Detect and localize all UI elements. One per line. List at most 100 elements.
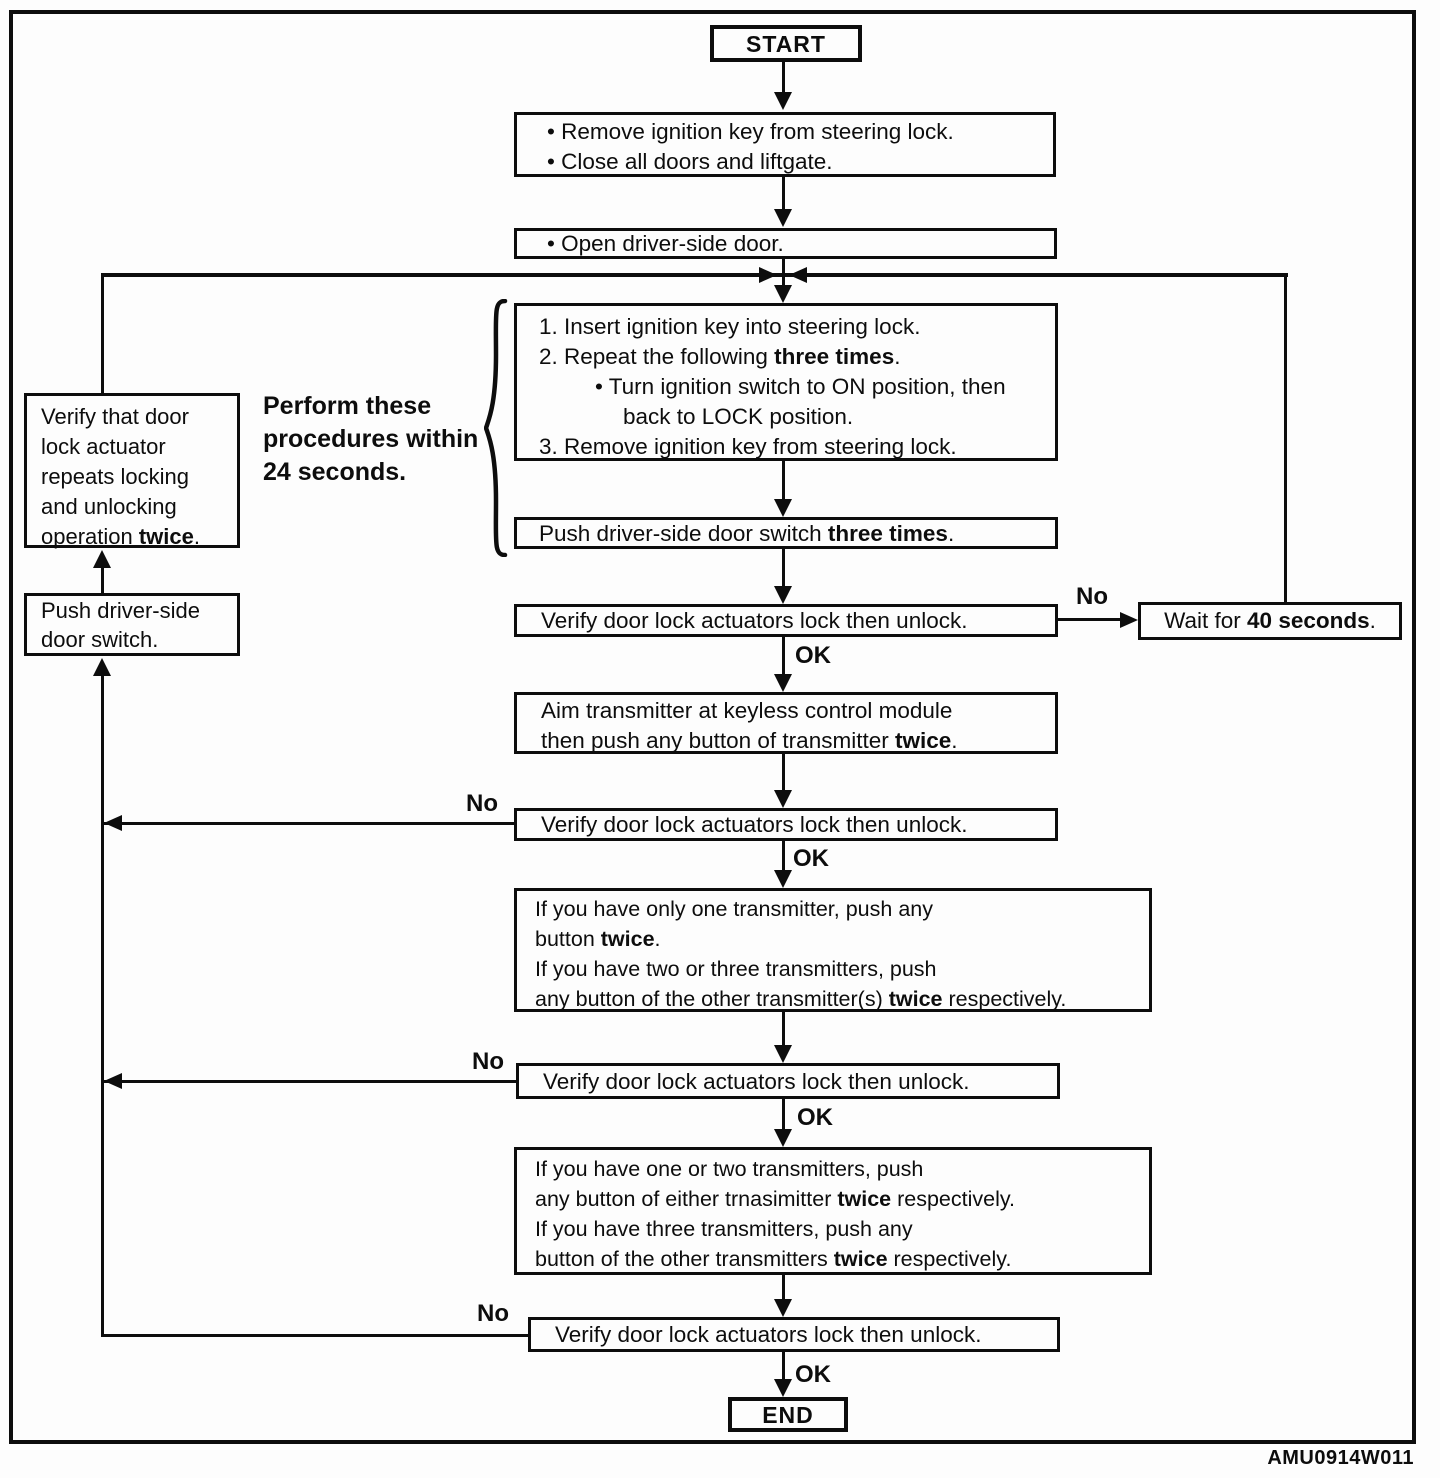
procedure-step-3: 3. Remove ignition key from steering loc… <box>539 434 957 459</box>
verify-actuator-line-5-emphasis: twice <box>138 524 194 549</box>
push-three-times-period: . <box>947 521 955 546</box>
junction-arrow-from-left <box>759 267 777 283</box>
flow-line-verify-1 <box>782 637 785 675</box>
end-node: END <box>728 1397 848 1432</box>
other-tx-line-4-emphasis: twice <box>833 1247 888 1271</box>
arrowhead-no-2-to-rail <box>104 815 122 831</box>
procedure-step-2-sub-1: • Turn ignition switch to ON position, t… <box>595 374 1006 399</box>
verify-lock-1-text: Verify door lock actuators lock then unl… <box>541 608 968 633</box>
procedure-step-2-emphasis: three times <box>774 344 895 369</box>
flow-line-verify-2 <box>782 841 785 872</box>
no-line-4 <box>101 1334 528 1337</box>
ok-label-4: OK <box>795 1361 831 1388</box>
left-rail-no-returns <box>101 672 104 1337</box>
other-transmitters-box: If you have one or two transmitters, pus… <box>514 1147 1152 1275</box>
arrowhead-to-verify-actuator <box>93 550 111 568</box>
flow-line-one-transmitter <box>782 1012 785 1047</box>
aim-line-2-emphasis: twice <box>894 728 952 753</box>
arrowhead-no-3-to-rail <box>104 1073 122 1089</box>
verify-actuator-box: Verify that door lock actuator repeats l… <box>24 393 240 549</box>
arrowhead-to-wait <box>1120 612 1138 628</box>
push-door-switch-line-1: Push driver-side <box>41 598 200 623</box>
arrowhead-to-open-door <box>774 209 792 227</box>
arrowhead-to-verify-3 <box>774 1045 792 1063</box>
wait-40s-period: . <box>1369 608 1376 633</box>
start-node: START <box>710 25 862 62</box>
one-tx-line-4-tail: respectively. <box>942 987 1067 1011</box>
timing-note: Perform these procedures within 24 secon… <box>263 390 478 489</box>
arrowhead-to-prep <box>774 92 792 110</box>
verify-lock-2-text: Verify door lock actuators lock then unl… <box>541 812 968 837</box>
one-tx-line-3: If you have two or three transmitters, p… <box>535 957 937 981</box>
start-label: START <box>746 31 826 57</box>
flow-line-push-to-verify <box>101 564 104 593</box>
verify-actuator-line-5-period: . <box>193 524 201 549</box>
procedure-step-2-text: 2. Repeat the following <box>539 344 775 369</box>
verify-actuator-line-5-text: operation <box>41 524 139 549</box>
push-door-switch-line-2: door switch. <box>41 627 159 652</box>
ok-label-3: OK <box>797 1104 833 1131</box>
one-tx-line-2-period: . <box>654 927 661 951</box>
wait-40s-emphasis: 40 seconds <box>1247 608 1370 633</box>
one-tx-line-2-emphasis: twice <box>600 927 655 951</box>
push-three-times-line: Push driver-side door switch three times… <box>539 520 1055 547</box>
figure-code: AMU0914W011 <box>1267 1447 1414 1469</box>
arrowhead-to-verify-1 <box>774 586 792 604</box>
other-tx-line-2-text: any button of either trnasimitter <box>535 1187 838 1211</box>
verify-lock-box-4: Verify door lock actuators lock then unl… <box>528 1317 1060 1352</box>
procedure-step-1: 1. Insert ignition key into steering loc… <box>539 314 921 339</box>
arrowhead-to-verify-2 <box>774 790 792 808</box>
procedure-step-2-period: . <box>894 344 901 369</box>
one-transmitter-box: If you have only one transmitter, push a… <box>514 888 1152 1012</box>
flow-line-other-transmitters <box>782 1275 785 1301</box>
other-tx-line-4-text: button of the other transmitters <box>535 1247 834 1271</box>
verify-lock-4-text: Verify door lock actuators lock then unl… <box>555 1322 982 1347</box>
junction-arrow-from-right <box>789 267 807 283</box>
wait-40s-text: Wait for 40 seconds. <box>1141 605 1399 637</box>
wait-40s-box: Wait for 40 seconds. <box>1138 602 1402 640</box>
aim-line-2: then push any button of transmitter twic… <box>541 726 1055 756</box>
prep-box: • Remove ignition key from steering lock… <box>514 112 1056 177</box>
aim-line-1: Aim transmitter at keyless control modul… <box>541 698 953 723</box>
flow-line-push-three <box>782 549 785 587</box>
timing-note-line-2: procedures within <box>263 425 479 453</box>
no-label-1: No <box>1076 583 1108 610</box>
aim-line-2-text: then push any button of transmitter <box>541 728 895 753</box>
flow-line-start <box>782 62 785 94</box>
one-tx-line-4-text: any button of the other transmitter(s) <box>535 987 889 1011</box>
arrowhead-to-aim <box>774 674 792 692</box>
figure-border <box>9 10 1416 1444</box>
push-three-times-box: Push driver-side door switch three times… <box>514 517 1058 549</box>
open-door-box: • Open driver-side door. <box>514 228 1057 259</box>
other-tx-line-3: If you have three transmitters, push any <box>535 1217 913 1241</box>
arrowhead-to-end <box>774 1379 792 1397</box>
push-three-times-text: Push driver-side door switch <box>539 521 828 546</box>
no-label-3: No <box>472 1048 504 1075</box>
other-tx-line-2-tail: respectively. <box>891 1187 1015 1211</box>
arrowhead-to-verify-4 <box>774 1299 792 1317</box>
one-tx-line-4-emphasis: twice <box>888 987 943 1011</box>
ok-label-1: OK <box>795 642 831 669</box>
verify-lock-box-2: Verify door lock actuators lock then unl… <box>514 808 1058 841</box>
open-door-line: • Open driver-side door. <box>547 231 784 256</box>
timing-note-line-1: Perform these <box>263 392 432 420</box>
no-label-2: No <box>466 790 498 817</box>
procedure-step-2-sub-2: back to LOCK position. <box>623 404 854 429</box>
prep-line-2: • Close all doors and liftgate. <box>547 149 833 174</box>
arrowhead-to-push-three <box>774 499 792 517</box>
other-tx-line-4-tail: respectively. <box>887 1247 1012 1271</box>
wait-40s-pre: Wait for <box>1164 608 1248 633</box>
brace-24s <box>484 299 508 557</box>
end-label: END <box>762 1402 814 1428</box>
flow-line-prep <box>782 177 785 209</box>
verify-lock-3-text: Verify door lock actuators lock then unl… <box>543 1069 970 1094</box>
no-line-2 <box>104 822 514 825</box>
other-tx-line-4: button of the other transmitters twice r… <box>535 1244 1149 1274</box>
flow-line-verify-4 <box>782 1352 785 1381</box>
verify-actuator-line-3: repeats locking <box>41 464 189 489</box>
verify-lock-box-3: Verify door lock actuators lock then unl… <box>516 1063 1060 1099</box>
flow-line-procedure <box>782 461 785 501</box>
prep-line-1: • Remove ignition key from steering lock… <box>547 119 954 144</box>
procedure-step-2: 2. Repeat the following three times. <box>539 342 1055 372</box>
